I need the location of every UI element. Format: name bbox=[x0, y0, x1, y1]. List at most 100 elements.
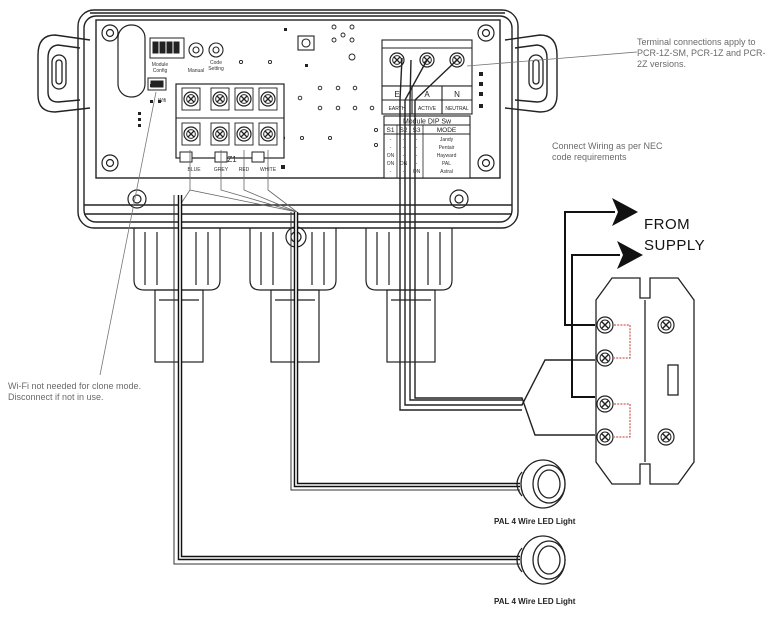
wire-color-labels: BLUE GREY RED WHITE bbox=[187, 167, 276, 173]
terminal-screw-bottom bbox=[183, 126, 199, 142]
dip-table-cell: - bbox=[416, 161, 418, 167]
terminal-cell bbox=[210, 122, 230, 146]
dip-table-cell: - bbox=[390, 145, 392, 151]
dip-table-cell: Jandy bbox=[440, 137, 454, 143]
terminal-cell bbox=[181, 87, 201, 111]
dip-table-header: MODE bbox=[437, 127, 457, 134]
junction-screw-left bbox=[596, 316, 614, 334]
wifi-label: Wifi bbox=[158, 98, 166, 104]
wire-color-label: BLUE bbox=[187, 167, 201, 173]
led-light-upper bbox=[516, 459, 566, 509]
light-terminal-block bbox=[175, 83, 285, 159]
mains-letter: A bbox=[424, 90, 430, 99]
dip-table-cell: - bbox=[416, 153, 418, 159]
terminal-screw-top bbox=[212, 91, 228, 107]
junction-screw-left bbox=[596, 349, 614, 367]
dip-table-cell: - bbox=[416, 145, 418, 151]
light-label-upper: PAL 4 Wire LED Light bbox=[494, 517, 576, 526]
dip-table-cell: - bbox=[416, 137, 418, 143]
junction-screw-left bbox=[596, 395, 614, 413]
dip-table-cell: - bbox=[390, 169, 392, 175]
wire-color-label: WHITE bbox=[260, 167, 277, 173]
supply-wires bbox=[564, 211, 620, 398]
supply-arrows bbox=[612, 198, 643, 269]
chip bbox=[297, 35, 315, 51]
dip-table-cell: Astral bbox=[440, 169, 453, 175]
code-label-line2: Setting bbox=[208, 66, 224, 72]
dip-table-cell: - bbox=[403, 145, 405, 151]
mains-letter: E bbox=[394, 90, 399, 99]
mains-letters: E A N EARTH ACTIVE NEUTRAL bbox=[389, 90, 469, 112]
light-cable-lower bbox=[173, 195, 520, 565]
dip-table-header: S1 bbox=[387, 127, 395, 134]
light-cable-upper bbox=[290, 212, 520, 491]
wifi-note: Wi-Fi not needed for clone mode. Disconn… bbox=[8, 381, 142, 402]
terminal-screw-top bbox=[183, 91, 199, 107]
light-label-lower: PAL 4 Wire LED Light bbox=[494, 597, 576, 606]
antenna-cover bbox=[117, 24, 146, 98]
terminal-cell bbox=[181, 122, 201, 146]
code-setting-button bbox=[208, 42, 224, 58]
mains-screw bbox=[389, 52, 405, 68]
junction-screw-right bbox=[657, 316, 675, 334]
signal-wires bbox=[179, 150, 298, 213]
mains-wires bbox=[399, 57, 595, 436]
leader-lines bbox=[99, 51, 638, 376]
dip-table-cell: ON bbox=[413, 169, 421, 175]
dip-label-line1: Module bbox=[152, 62, 169, 68]
manual-label: Manual bbox=[188, 68, 204, 74]
module-config-dip-switch bbox=[149, 37, 185, 59]
mains-name: NEUTRAL bbox=[445, 106, 469, 112]
board-square-pads bbox=[138, 28, 483, 169]
terminal-screw-bottom bbox=[212, 126, 228, 142]
dip-label-line2: Config bbox=[153, 68, 168, 74]
controller-labels: Module Config Manual Code Setting Wifi Z… bbox=[152, 60, 237, 164]
dip-table-cell: Pentair bbox=[439, 145, 455, 151]
mains-terminal-block bbox=[381, 39, 473, 115]
zone-label: Z1 bbox=[227, 155, 237, 164]
wire-color-label: GREY bbox=[214, 167, 229, 173]
terminal-cell bbox=[234, 87, 254, 111]
dip-table-cell: Hayward bbox=[437, 153, 457, 159]
mains-name: ACTIVE bbox=[418, 106, 437, 112]
corner-screws bbox=[101, 24, 495, 209]
junction-screw-right bbox=[657, 428, 675, 446]
terminal-cell bbox=[210, 87, 230, 111]
red-jumpers bbox=[614, 324, 631, 438]
dip-table-cell: ON bbox=[387, 153, 395, 159]
mounting-slot-left bbox=[51, 54, 67, 90]
dip-table-cell: ON bbox=[400, 161, 408, 167]
manual-button bbox=[188, 42, 204, 58]
terminal-screw-bottom bbox=[236, 126, 252, 142]
nec-note: Connect Wiring as per NEC code requireme… bbox=[552, 141, 663, 162]
dip-table-frame bbox=[383, 115, 471, 179]
terminal-cell bbox=[258, 87, 278, 111]
terminal-screw-top bbox=[260, 91, 276, 107]
dip-table-cell: PAL bbox=[442, 161, 451, 167]
terminal-cell bbox=[234, 122, 254, 146]
dip-table-cell: - bbox=[390, 137, 392, 143]
led-light-lower bbox=[516, 535, 566, 585]
dip-table-cell: - bbox=[403, 169, 405, 175]
dip-table-header: S3 bbox=[413, 127, 421, 134]
terminal-screw-bottom bbox=[260, 126, 276, 142]
cable-glands bbox=[133, 226, 453, 363]
terminal-screw-top bbox=[236, 91, 252, 107]
dip-table-cell: ON bbox=[387, 161, 395, 167]
terminal-cell bbox=[258, 122, 278, 146]
mains-letter: N bbox=[454, 90, 460, 99]
code-label-line1: Code bbox=[210, 60, 222, 66]
dip-table-title: Module DIP Sw bbox=[403, 119, 452, 126]
board-dots bbox=[238, 24, 379, 148]
from-supply-label: FROM SUPPLY bbox=[644, 216, 706, 254]
wire-color-label: RED bbox=[239, 167, 250, 173]
dip-table-cell: - bbox=[403, 153, 405, 159]
junction-block bbox=[595, 277, 695, 485]
junction-screw-left bbox=[596, 428, 614, 446]
terminal-note: Terminal connections apply to PCR-1Z-SM,… bbox=[637, 37, 766, 69]
mains-name: EARTH bbox=[389, 106, 406, 112]
dip-table-cell: - bbox=[403, 137, 405, 143]
